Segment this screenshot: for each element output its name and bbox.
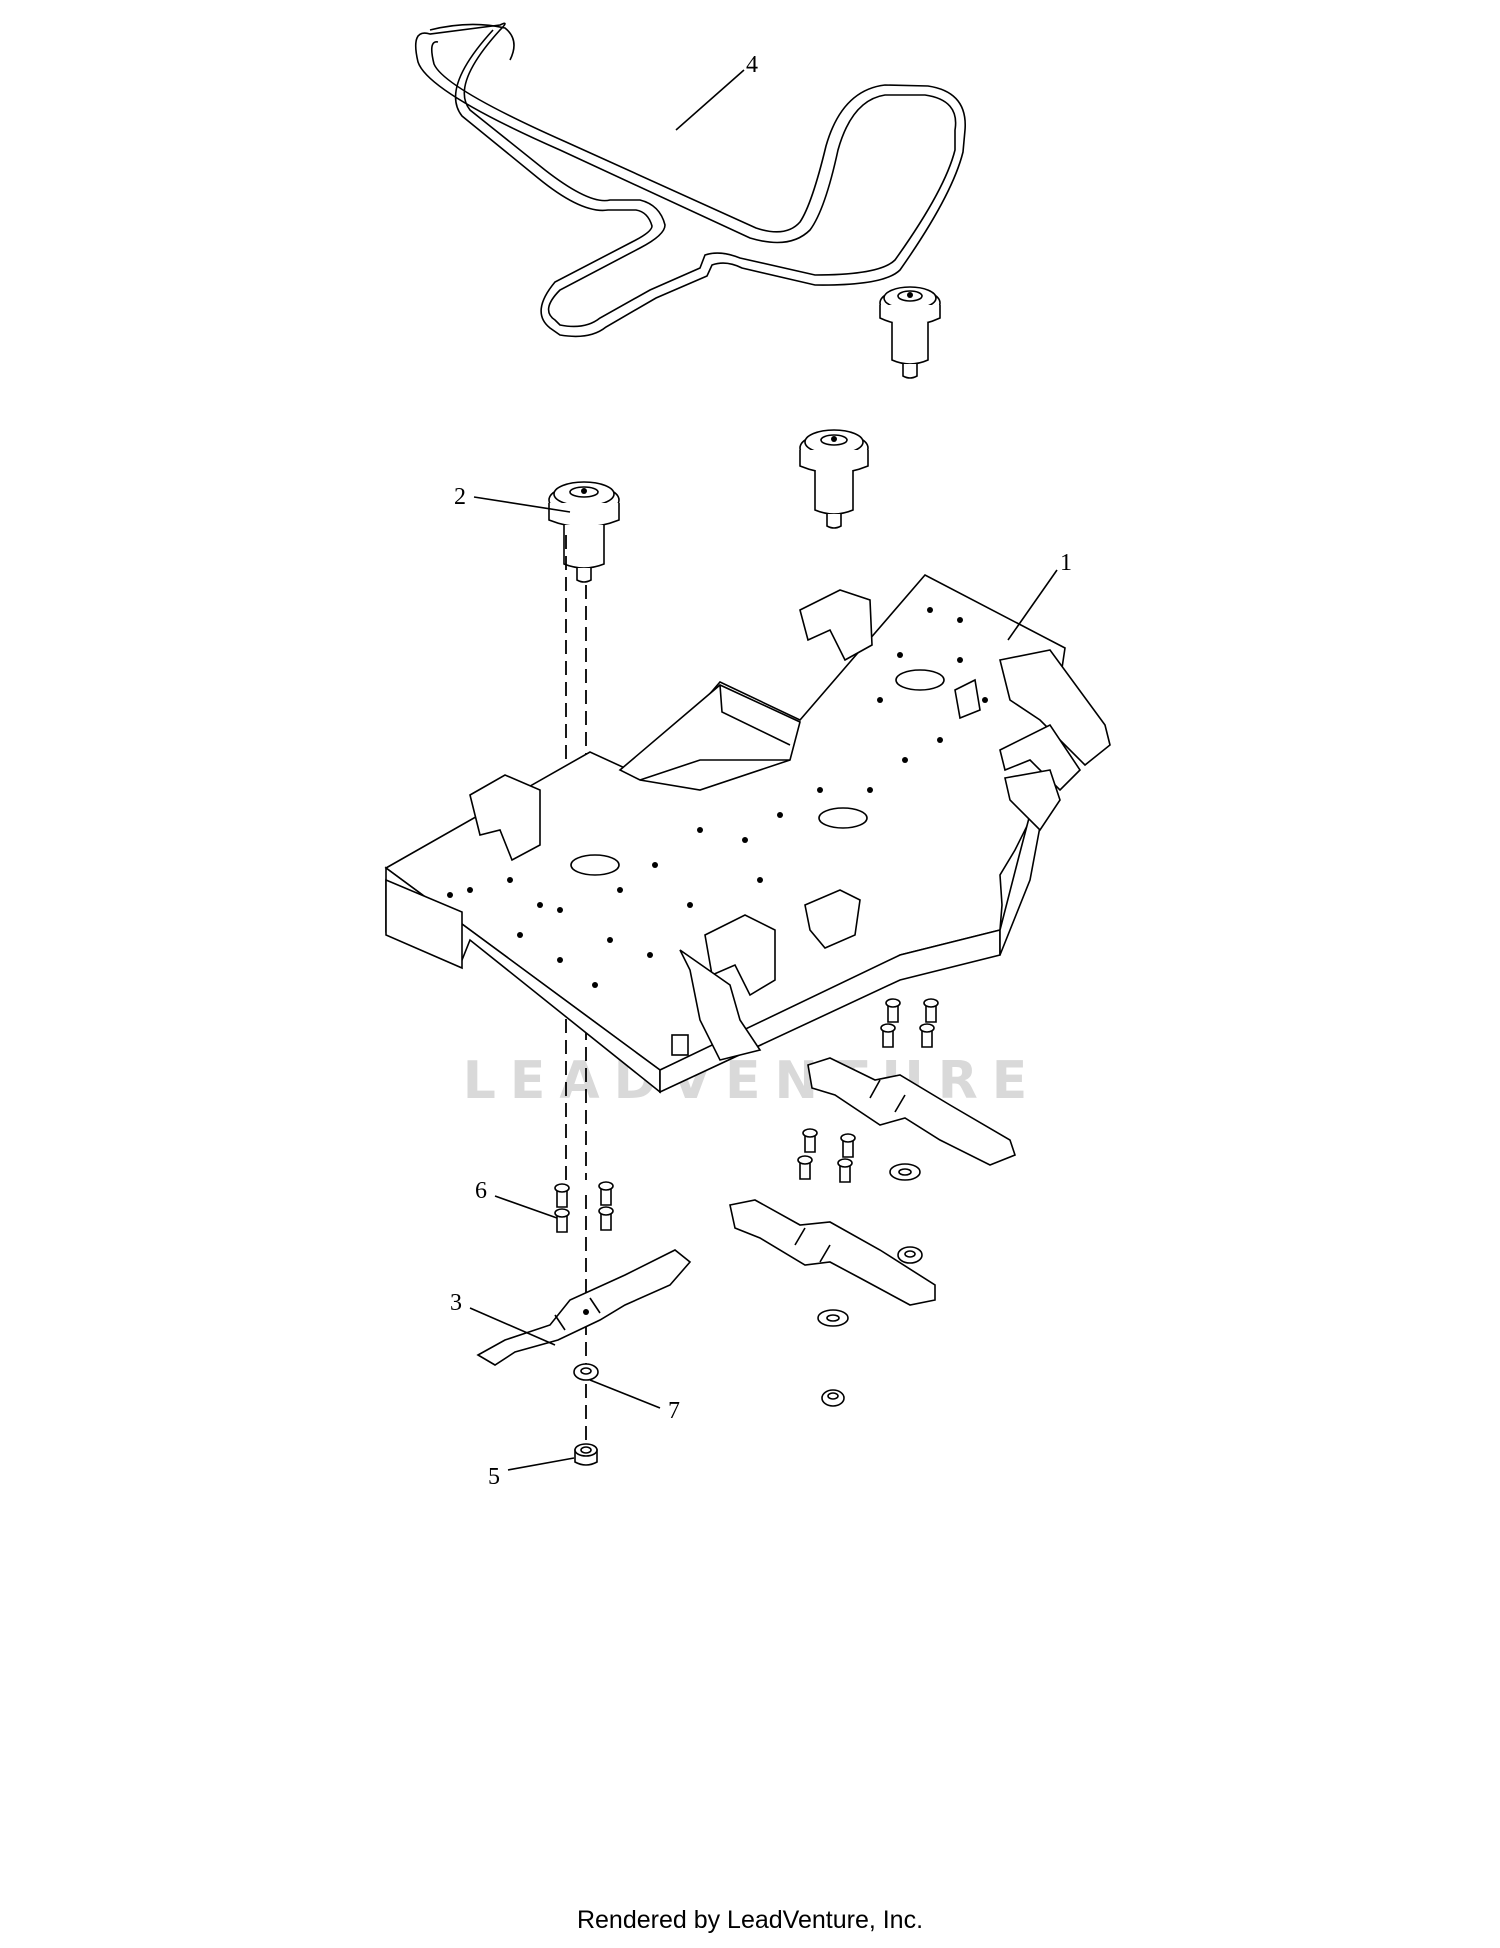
bolt-set <box>797 998 939 1183</box>
callout-7: 7 <box>668 1398 680 1424</box>
callout-2: 2 <box>454 484 466 510</box>
blade-left <box>476 1249 692 1366</box>
callout-4: 4 <box>746 52 758 78</box>
belt <box>414 22 966 338</box>
spindle-pulley-left <box>548 481 620 583</box>
callout-3: 3 <box>450 1290 462 1316</box>
nuts-washers-right <box>817 1246 923 1407</box>
blade-right-lower <box>729 1199 936 1306</box>
blade-bolts-left <box>554 1181 614 1233</box>
blade-right-upper <box>807 1057 1016 1166</box>
leader-line-6 <box>494 1195 558 1219</box>
spindle-pulley-center <box>799 429 869 529</box>
leader-line-1 <box>1007 569 1058 641</box>
callout-1: 1 <box>1060 550 1072 576</box>
nut <box>574 1443 598 1466</box>
leader-line-3 <box>469 1307 556 1346</box>
watermark-text: LEADVENTURE <box>463 1051 1042 1111</box>
callout-5: 5 <box>488 1464 500 1490</box>
render-credit: Rendered by LeadVenture, Inc. <box>576 1906 924 1934</box>
washer <box>573 1363 599 1381</box>
leader-line-4 <box>675 69 745 131</box>
leader-line-2 <box>473 496 571 513</box>
mower-deck <box>384 573 1111 1094</box>
leader-line-5 <box>507 1457 575 1471</box>
spindle-pulley-right-top <box>879 286 941 379</box>
leader-line-7 <box>589 1379 661 1409</box>
callout-6: 6 <box>475 1178 487 1204</box>
